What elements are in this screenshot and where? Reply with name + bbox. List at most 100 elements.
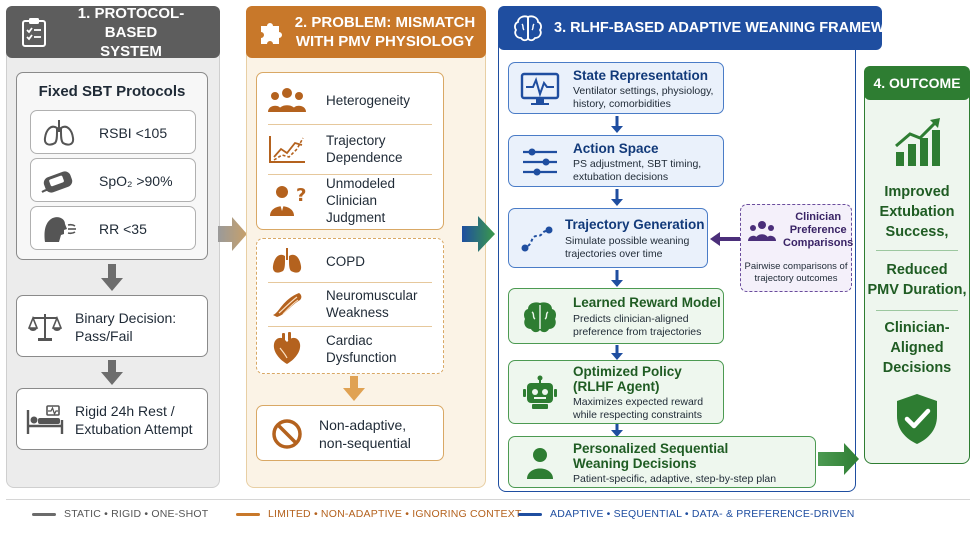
issue-label: Clinician Judgment xyxy=(326,192,386,225)
clipboard-icon xyxy=(14,16,54,48)
legend-line xyxy=(32,512,56,516)
arrow-down-icon xyxy=(101,264,123,292)
svg-text:?: ? xyxy=(296,185,306,206)
framework-title: 3. RLHF-BASED ADAPTIVE WEANING FRAMEWORK xyxy=(554,20,917,36)
criterion-spo2: SpO₂ >90% xyxy=(30,158,196,202)
pref-desc: trajectory outcomes xyxy=(754,273,838,284)
condition-label: Neuromuscular xyxy=(326,288,418,303)
pref-desc: Pairwise comparisons of xyxy=(744,261,848,272)
problem-title-line1: 2. PROBLEM: MISMATCH xyxy=(294,14,476,31)
trajectory-generation-box: Trajectory Generation Simulate possible … xyxy=(508,208,708,268)
step-desc: Simulate possible weaning xyxy=(565,235,690,247)
arrow-down-icon xyxy=(611,270,623,288)
condition-label: Cardiac xyxy=(326,333,373,348)
outcome-line: Reduced xyxy=(886,262,948,278)
divider xyxy=(268,174,432,175)
protocol-title-line2: SYSTEM xyxy=(100,42,162,60)
criterion-label: RR <35 xyxy=(99,221,147,237)
arrow-right-icon xyxy=(218,215,248,253)
outcome-line: PMV Duration, xyxy=(867,282,967,298)
condition-cardiac: Cardiac Dysfunction xyxy=(262,328,438,370)
fixed-sbt-title: Fixed SBT Protocols xyxy=(38,83,186,100)
step-title: Action Space xyxy=(573,140,659,156)
condition-label: Weakness xyxy=(326,305,389,320)
step-title: State Representation xyxy=(573,67,709,83)
step-desc: Patient-specific, adaptive, step-by-step… xyxy=(573,472,777,485)
criterion-rr: RR <35 xyxy=(30,206,196,250)
step-title: Optimized Policy xyxy=(573,364,682,379)
condition-label: COPD xyxy=(326,253,366,269)
arrow-right-icon xyxy=(818,442,860,476)
legend-adaptive: ADAPTIVE • SEQUENTIAL • DATA- & PREFEREN… xyxy=(518,508,855,520)
puzzle-icon xyxy=(254,18,290,46)
legend-limited: LIMITED • NON-ADAPTIVE • IGNORING CONTEX… xyxy=(236,508,522,520)
condition-neuromuscular: Neuromuscular Weakness xyxy=(262,284,438,324)
action-space-box: Action Space PS adjustment, SBT timing, … xyxy=(508,135,724,187)
outcome-item: Reduced PMV Duration, xyxy=(864,260,970,300)
issue-heterogeneity: Heterogeneity xyxy=(262,80,438,120)
criterion-label: SpO₂ >90% xyxy=(99,173,173,189)
hospital-bed-icon xyxy=(23,404,67,436)
arrow-down-icon xyxy=(611,345,623,361)
arrow-down-icon xyxy=(611,189,623,207)
brain-icon xyxy=(508,14,548,42)
rest-line2: Extubation Attempt xyxy=(75,421,193,437)
robot-icon xyxy=(515,375,565,411)
lungs-icon xyxy=(37,118,81,148)
outcome-line: Improved xyxy=(884,184,950,200)
growth-chart-icon xyxy=(892,118,944,168)
people-group-icon xyxy=(747,219,777,243)
arrow-left-icon xyxy=(710,232,744,246)
arrow-down-icon xyxy=(611,424,623,438)
step-desc: trajectories over time xyxy=(565,248,663,260)
personalized-decisions-box: Personalized Sequential Weaning Decision… xyxy=(508,436,816,488)
step-desc: Predicts clinician-aligned xyxy=(573,313,689,325)
legend-line xyxy=(518,512,542,516)
outcome-line: Aligned xyxy=(890,340,944,356)
outcome-item: Clinician- Aligned Decisions xyxy=(864,318,970,378)
issue-trajectory: Trajectory Dependence xyxy=(262,128,438,170)
protocol-title-line1: 1. PROTOCOL-BASED xyxy=(77,4,185,41)
brain-icon xyxy=(515,300,565,334)
outcome-line: Decisions xyxy=(882,360,952,376)
shield-check-icon xyxy=(893,392,941,446)
legend-label: ADAPTIVE • SEQUENTIAL • DATA- & PREFEREN… xyxy=(550,508,855,520)
state-representation-box: State Representation Ventilator settings… xyxy=(508,62,724,114)
binary-line2: Pass/Fail xyxy=(75,328,133,344)
arrow-down-icon xyxy=(343,376,365,402)
legend-static: STATIC • RIGID • ONE-SHOT xyxy=(32,508,208,520)
arrow-down-icon xyxy=(611,116,623,134)
framework-header: 3. RLHF-BASED ADAPTIVE WEANING FRAMEWORK xyxy=(498,6,917,50)
step-title: Learned Reward Model xyxy=(573,295,721,310)
step-desc: Ventilator settings, physiology, xyxy=(573,84,714,97)
step-title: Trajectory Generation xyxy=(565,217,705,232)
sliders-icon xyxy=(515,146,565,178)
heart-icon xyxy=(262,332,312,366)
problem-title-line2: WITH PMV PHYSIOLOGY xyxy=(295,33,475,50)
pref-title: Clinician xyxy=(795,211,842,223)
person-icon xyxy=(515,446,565,480)
trajectory-path-icon xyxy=(515,224,559,254)
outcome-line: Success, xyxy=(885,224,949,240)
divider xyxy=(876,250,958,251)
protocol-header: 1. PROTOCOL-BASED SYSTEM xyxy=(6,4,220,60)
clinician-question-icon: ? xyxy=(262,183,312,217)
muscle-icon xyxy=(262,289,312,319)
learned-reward-box: Learned Reward Model Predicts clinician-… xyxy=(508,288,724,344)
optimized-policy-box: Optimized Policy (RLHF Agent) Maximizes … xyxy=(508,360,724,424)
pulse-oximeter-icon xyxy=(37,166,81,196)
binary-line1: Binary Decision: xyxy=(75,310,177,326)
outcome-line: Clinician- xyxy=(884,320,950,336)
issue-label: Heterogeneity xyxy=(326,92,411,108)
issue-clinician-judgment: ? Unmodeled Clinician Judgment xyxy=(262,176,438,225)
breathing-head-icon xyxy=(37,214,81,244)
result-line2: non-sequential xyxy=(319,435,411,451)
clinician-preference-box: Clinician Preference Comparisons Pairwis… xyxy=(740,204,853,292)
condition-label: Dysfunction xyxy=(326,350,397,365)
scales-icon xyxy=(25,311,65,343)
arrow-right-icon xyxy=(462,214,496,254)
divider xyxy=(876,310,958,311)
result-line1: Non-adaptive, xyxy=(319,417,407,433)
divider xyxy=(268,124,432,125)
criterion-rsbi: RSBI <105 xyxy=(30,110,196,154)
